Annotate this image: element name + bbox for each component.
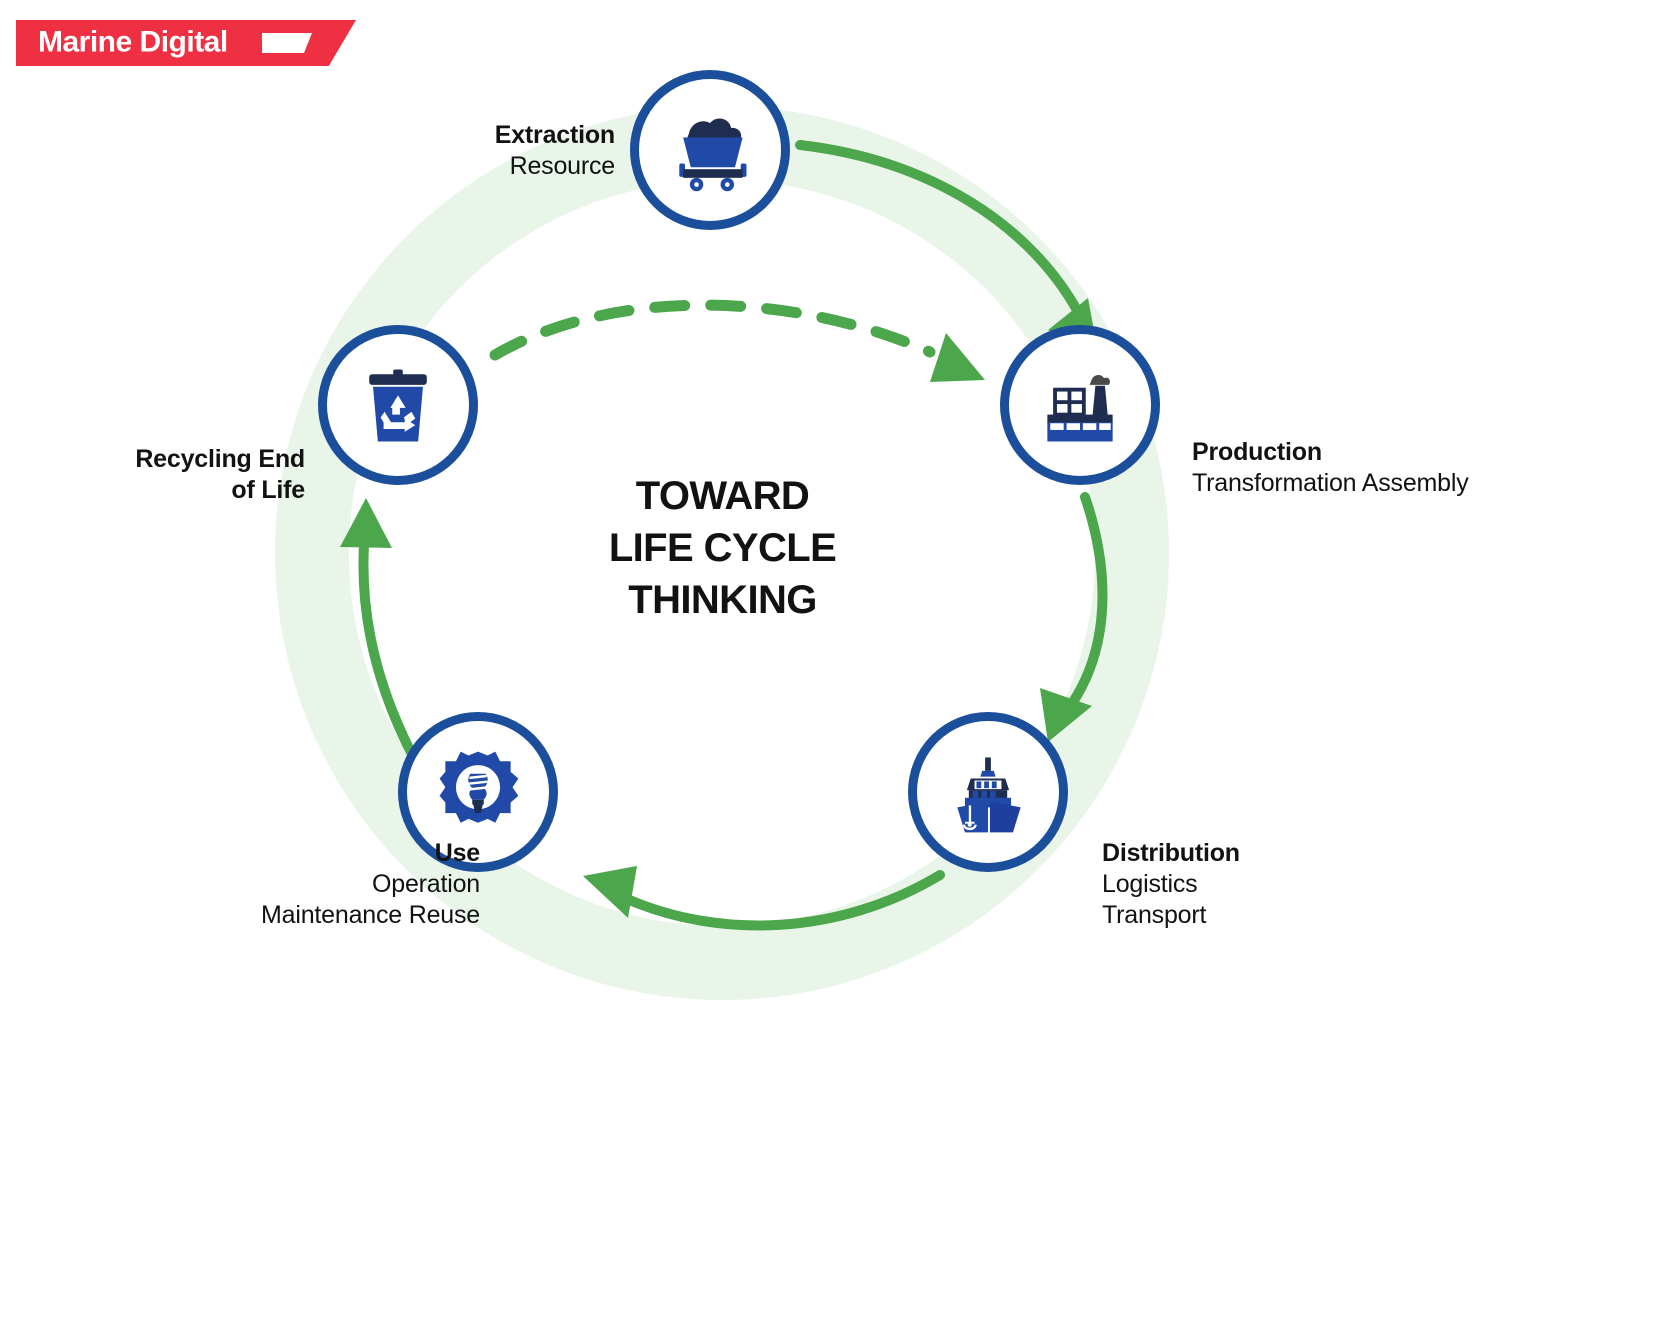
label-recycling: Recycling End of Life bbox=[0, 444, 305, 505]
cargo-ship-icon bbox=[957, 757, 1021, 833]
label-distribution: Distribution Logistics Transport bbox=[1102, 838, 1462, 932]
arrow-recycling-to-production-dashed bbox=[489, 299, 985, 382]
center-title-line2: LIFE CYCLE bbox=[608, 526, 837, 570]
node-distribution[interactable] bbox=[908, 712, 1068, 872]
label-recycling-title-line1: Recycling End bbox=[135, 445, 305, 473]
label-distribution-subtitle-line1: Logistics bbox=[1102, 869, 1198, 898]
factory-icon bbox=[1047, 375, 1113, 442]
ship-flag-mark-icon bbox=[262, 33, 312, 53]
node-production[interactable] bbox=[1000, 325, 1160, 485]
label-distribution-title: Distribution bbox=[1102, 839, 1240, 867]
label-recycling-title-line2: of Life bbox=[231, 475, 305, 504]
arrow-production-to-distribution bbox=[1040, 492, 1108, 742]
label-production-title: Production bbox=[1192, 438, 1322, 466]
node-use[interactable] bbox=[398, 712, 558, 872]
node-recycling[interactable] bbox=[318, 325, 478, 485]
label-use-subtitle-line2: Maintenance Reuse bbox=[261, 901, 480, 929]
label-use-title: Use bbox=[434, 839, 480, 867]
center-title-line3: THINKING bbox=[628, 578, 817, 622]
recycle-bin-icon bbox=[369, 369, 427, 442]
arrow-distribution-to-use bbox=[583, 866, 945, 931]
mining-cart-icon bbox=[679, 118, 747, 192]
label-extraction-subtitle: Resource bbox=[509, 151, 616, 180]
arrow-use-to-recycling bbox=[340, 498, 420, 765]
gear-lightbulb-icon bbox=[439, 751, 519, 823]
label-extraction-title: Extraction bbox=[494, 121, 615, 149]
center-title-line1: TOWARD bbox=[635, 474, 810, 518]
center-title: TOWARD LIFE CYCLE THINKING bbox=[575, 470, 870, 626]
label-use-subtitle-line1: Operation bbox=[372, 869, 480, 898]
label-use: Use Operation Maintenance Reuse bbox=[40, 838, 480, 932]
background-ring-band bbox=[275, 106, 1169, 1000]
marine-digital-logo[interactable]: Marine Digital bbox=[16, 20, 356, 66]
node-extraction[interactable] bbox=[630, 70, 790, 230]
logo-text: Marine Digital bbox=[38, 25, 228, 59]
label-production: Production Transformation Assembly bbox=[1192, 437, 1622, 499]
label-production-subtitle: Transformation Assembly bbox=[1192, 468, 1469, 497]
label-distribution-subtitle-line2: Transport bbox=[1102, 901, 1207, 929]
label-extraction: Extraction Resource bbox=[210, 120, 615, 182]
